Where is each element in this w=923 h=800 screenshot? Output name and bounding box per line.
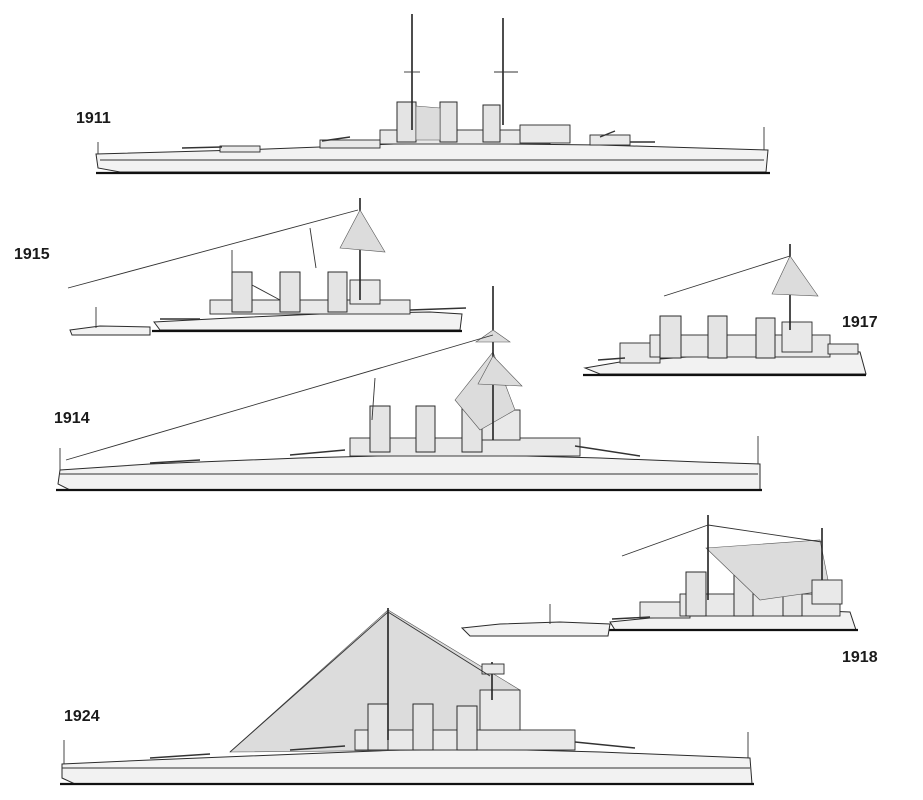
ship-profile-1911: [95, 14, 770, 175]
year-label-1915: 1915: [14, 246, 50, 263]
year-label-1924: 1924: [64, 708, 100, 725]
ship-profile-1914: [56, 286, 762, 492]
ship-profile-1917: [583, 244, 867, 377]
year-label-1914: 1914: [54, 410, 90, 427]
ship-profile-1924: [60, 608, 754, 786]
year-label-1918: 1918: [842, 649, 878, 666]
year-label-1911: 1911: [76, 110, 111, 127]
year-label-1917: 1917: [842, 314, 878, 331]
ship-profile-1918: [460, 515, 858, 637]
ship-profile-1915: [67, 198, 467, 336]
